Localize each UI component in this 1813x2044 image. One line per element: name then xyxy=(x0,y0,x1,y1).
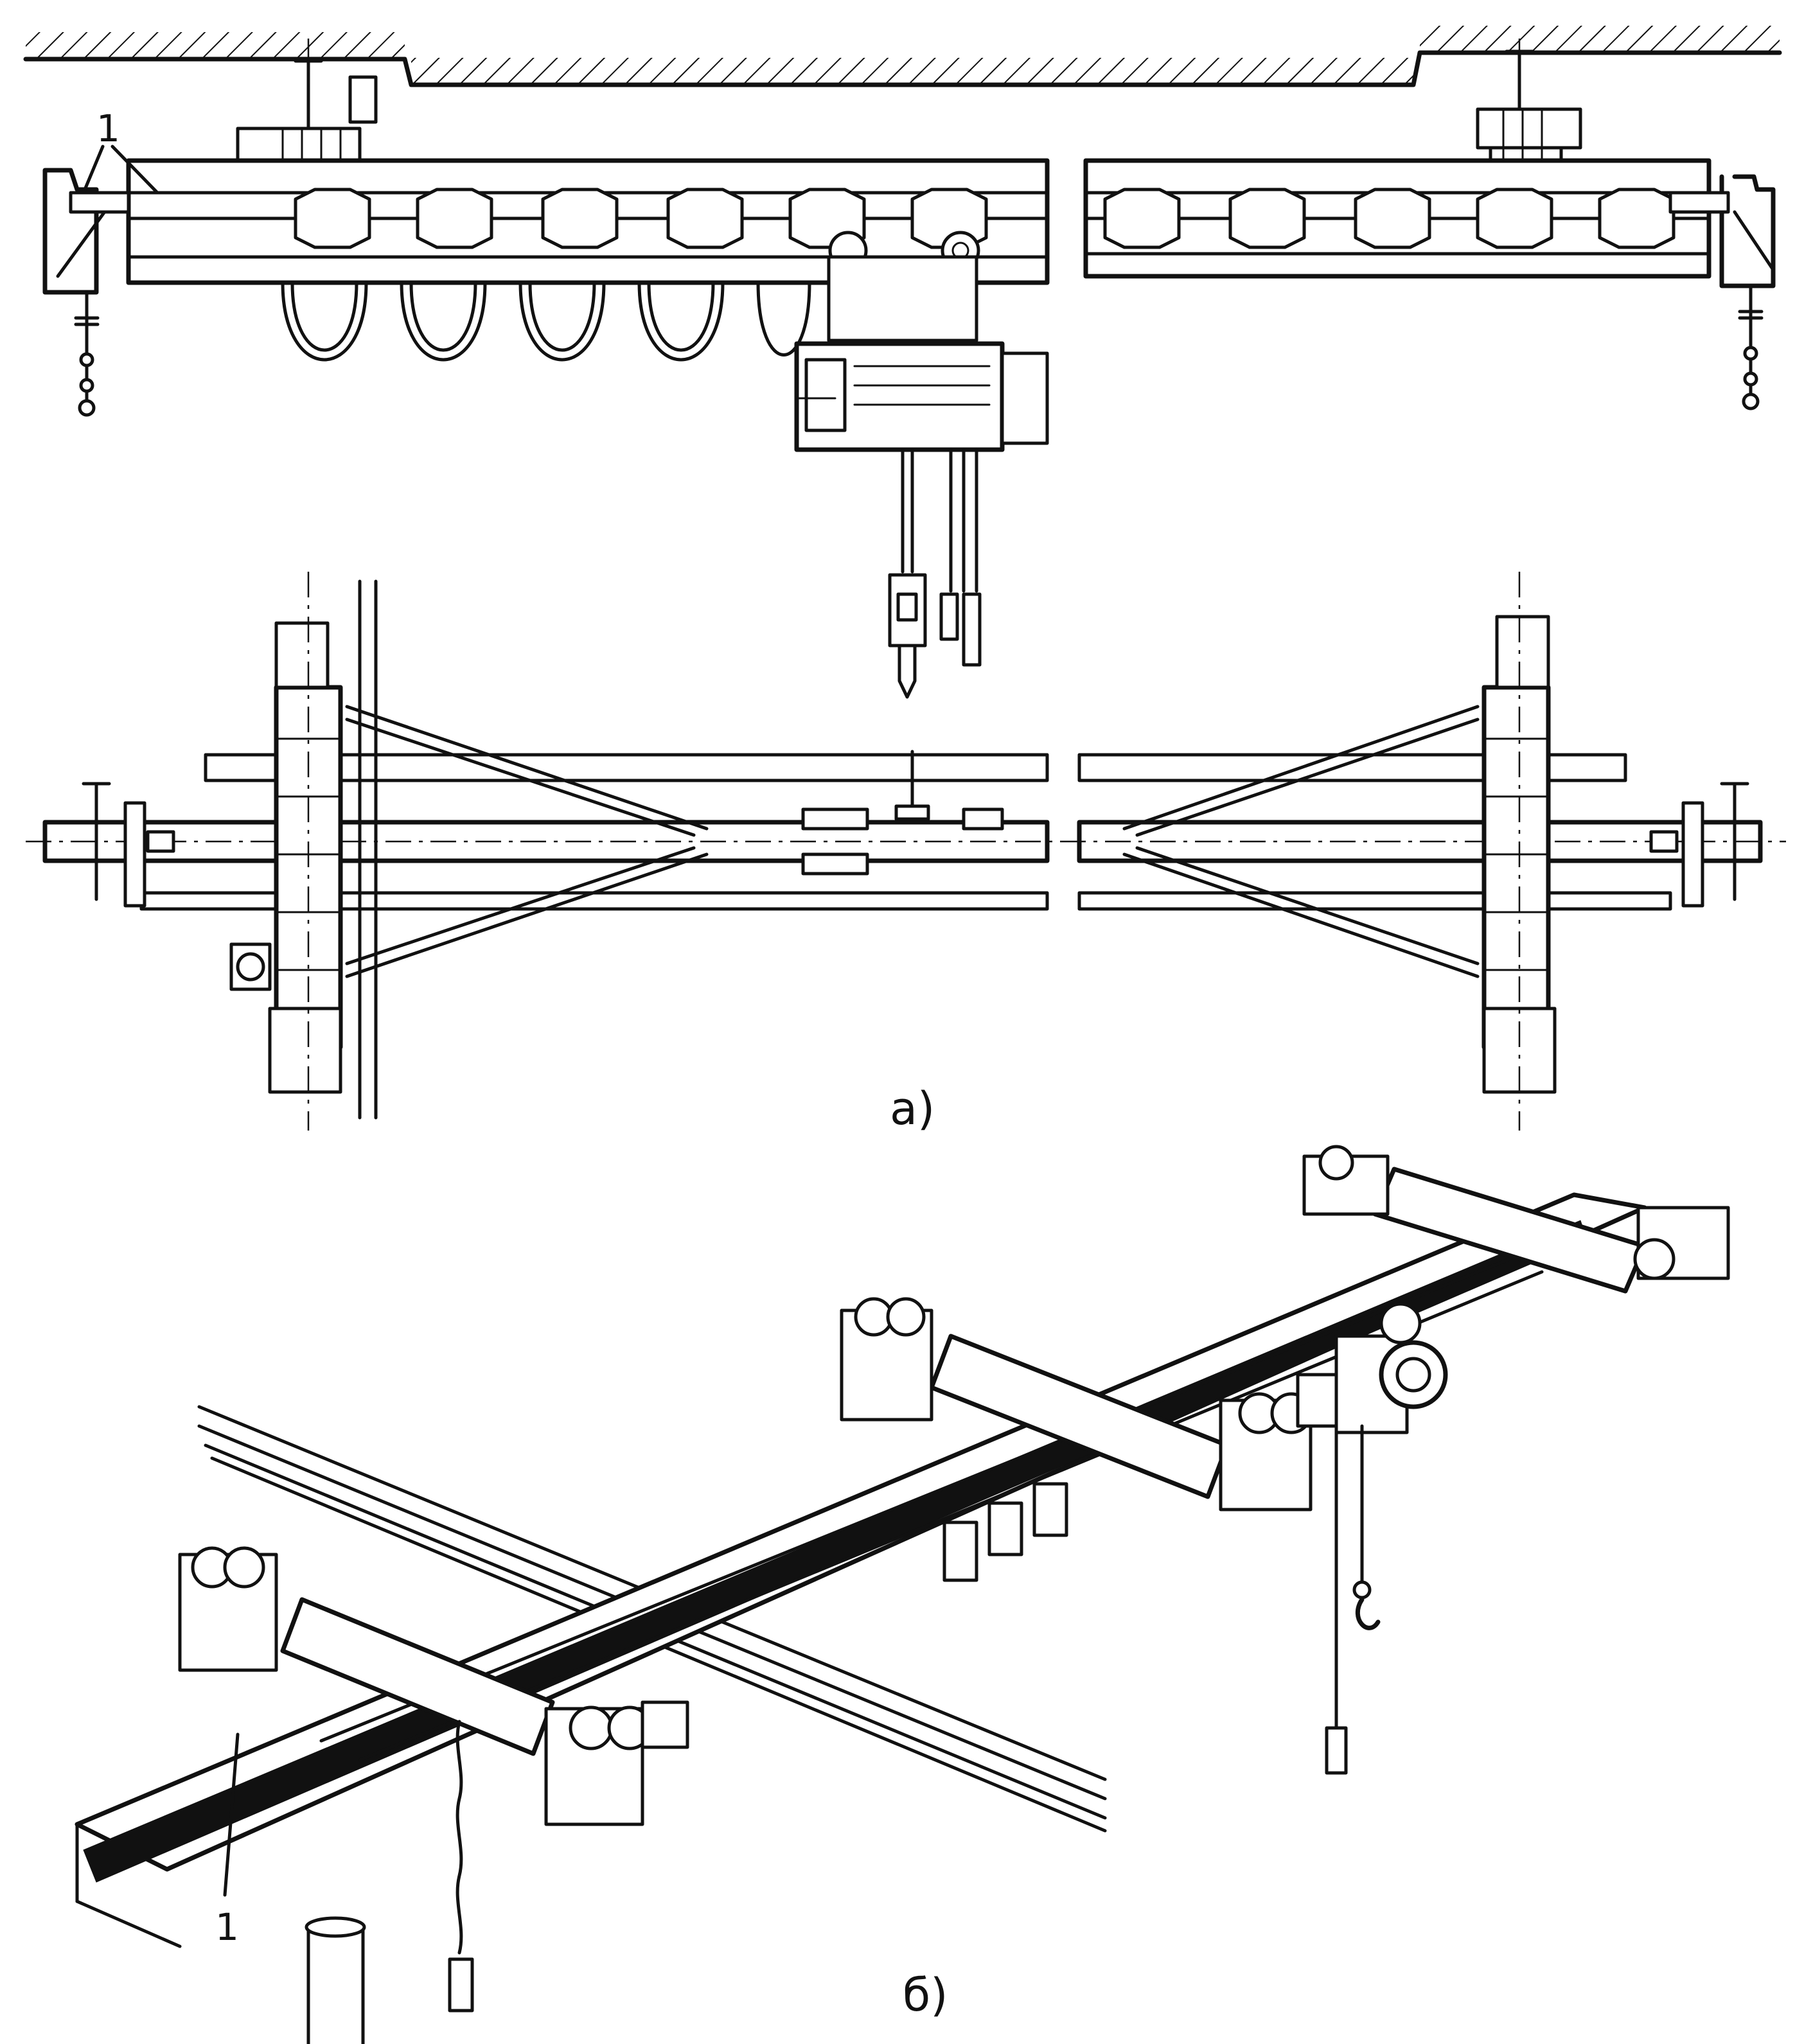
perspective-hoist xyxy=(1296,1302,1448,1775)
festoon-cable-loops xyxy=(281,281,811,362)
perspective-pendant xyxy=(448,1720,474,2013)
caption-a: а) xyxy=(890,1082,935,1135)
plan-end-stops xyxy=(82,782,1749,908)
callout-1-bottom: 1 xyxy=(215,1732,240,1949)
girder-end-caps xyxy=(42,168,1776,295)
perspective-middle-end-truck xyxy=(840,1297,1313,1511)
plan-right-end-carriage xyxy=(1481,572,1557,1131)
callout-1-top: 1 xyxy=(82,107,159,195)
support-column xyxy=(305,1916,366,2044)
right-pendant-cord xyxy=(1738,284,1764,410)
hoist-ropes-and-hooks xyxy=(888,448,982,699)
elevation-view: 1 xyxy=(23,26,1782,699)
callout-1-bottom-label: 1 xyxy=(215,1905,239,1949)
plan-bracing xyxy=(345,705,1480,978)
plan-view: а) xyxy=(26,572,1786,1135)
left-pendant-cord xyxy=(74,290,100,417)
electric-hoist xyxy=(794,231,1049,452)
callout-1-top-label: 1 xyxy=(96,107,120,150)
plan-left-end-carriage xyxy=(229,572,378,1131)
plan-trolley xyxy=(801,750,1004,876)
perspective-front-end-truck xyxy=(178,1546,689,1826)
caption-b: б) xyxy=(903,1969,948,2022)
ceiling xyxy=(23,26,1782,87)
perspective-view: 1 б) xyxy=(75,1145,1730,2044)
perspective-cable-carriers xyxy=(942,1482,1068,1582)
perspective-rear-end-truck xyxy=(1302,1145,1730,1294)
